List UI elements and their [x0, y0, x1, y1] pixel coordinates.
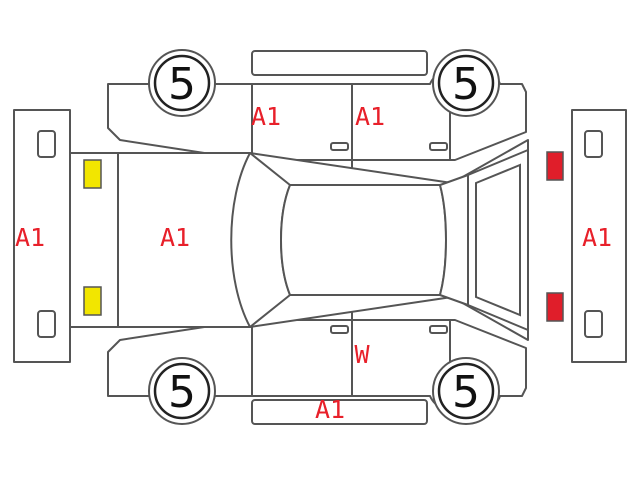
rear-bumper: [571, 109, 627, 363]
label-front-bumper: A1: [15, 223, 45, 252]
label-front-door-top: A1: [251, 102, 281, 131]
rear-lamp-bottom: [546, 292, 564, 322]
label-rear-door-top: A1: [355, 102, 385, 131]
tire-front-bottom: 5: [148, 357, 216, 425]
label-rocker-bottom: A1: [315, 395, 345, 424]
front-lamp-top: [83, 159, 102, 189]
tire-rear-bottom-rank: 5: [452, 367, 480, 418]
label-hood: A1: [160, 223, 190, 252]
front-bumper: [13, 109, 71, 363]
rear-lamp-top: [546, 151, 564, 181]
tire-front-top-rank: 5: [168, 59, 196, 110]
label-rear-door-bottom: W: [354, 340, 370, 369]
label-rear-bumper: A1: [582, 223, 612, 252]
tire-front-top: 5: [148, 49, 216, 117]
tire-rear-top-rank: 5: [452, 59, 480, 110]
tire-rear-bottom: 5: [432, 357, 500, 425]
front-lamp-bottom: [83, 286, 102, 316]
car-top-view: [69, 139, 529, 341]
tire-front-bottom-rank: 5: [168, 367, 196, 418]
tire-rear-top: 5: [432, 49, 500, 117]
